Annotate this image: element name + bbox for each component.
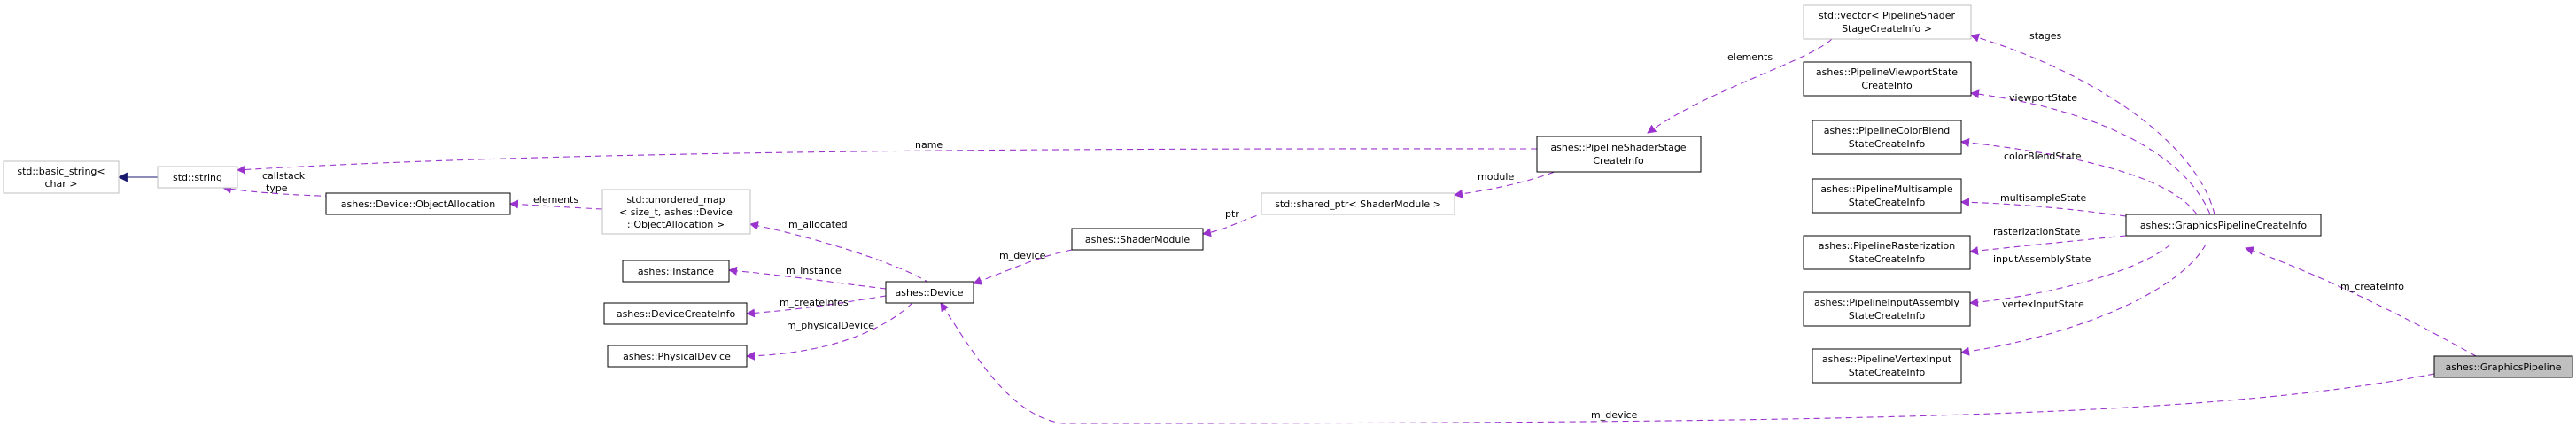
node-vertex-input[interactable]: ashes::PipelineVertexInput StateCreateIn…	[1812, 348, 1962, 384]
node-string[interactable]: std::string	[157, 166, 238, 189]
node-label: ashes::Instance	[638, 266, 714, 277]
edge-name	[237, 148, 1538, 175]
edge-color-blend	[1960, 138, 2198, 215]
edge-label-m-device-shader: m_device	[999, 250, 1046, 261]
edge-input-assembly	[1969, 244, 2171, 307]
node-label: ashes::DeviceCreateInfo	[617, 308, 736, 320]
node-label: std::unordered_map	[626, 194, 725, 206]
edge-m-device-shader	[973, 249, 1073, 285]
edge-stages	[1970, 33, 2215, 215]
edge-label-vertex-input: vertexInputState	[2002, 299, 2084, 310]
node-label: char >	[45, 178, 78, 190]
node-label: ashes::PipelineInputAssembly	[1814, 297, 1959, 308]
node-label: ::ObjectAllocation >	[627, 219, 725, 230]
edge-ptr	[1202, 212, 1268, 237]
node-label: StateCreateInfo	[1849, 367, 1926, 378]
edge-label-type: type	[266, 182, 288, 194]
node-label: std::shared_ptr< ShaderModule >	[1275, 198, 1441, 210]
node-label: ashes::PipelineRasterization	[1819, 240, 1956, 252]
node-shader-stage[interactable]: ashes::PipelineShaderStage CreateInfo	[1536, 136, 1702, 173]
edge-label-elements-alloc: elements	[533, 194, 578, 206]
node-label: ashes::PipelineViewportState	[1816, 66, 1958, 78]
edge-module	[1454, 167, 1564, 198]
node-object-allocation[interactable]: ashes::Device::ObjectAllocation	[325, 192, 511, 215]
node-gp-create-info[interactable]: ashes::GraphicsPipelineCreateInfo	[2125, 214, 2322, 237]
node-label: ashes::PipelineColorBlend	[1824, 125, 1950, 136]
edge-multisample	[1960, 198, 2127, 217]
node-label: StateCreateInfo	[1849, 253, 1926, 265]
node-rasterization[interactable]: ashes::PipelineRasterization StateCreate…	[1803, 235, 1971, 270]
node-instance[interactable]: ashes::Instance	[622, 260, 730, 283]
edge-label-callstack: callstack	[262, 170, 306, 182]
edge-label-m-instance: m_instance	[786, 265, 842, 276]
edge-label-m-create-info: m_createInfo	[2340, 281, 2404, 292]
edge-label-m-allocated: m_allocated	[788, 219, 848, 230]
node-label: ashes::PhysicalDevice	[623, 351, 731, 362]
node-label: StateCreateInfo	[1849, 138, 1926, 150]
nodes: std::basic_string< char > std::string as…	[3, 4, 2573, 384]
node-label: ashes::GraphicsPipeline	[2446, 361, 2562, 373]
node-label: StateCreateInfo	[1849, 197, 1926, 208]
node-label: ashes::Device::ObjectAllocation	[341, 198, 495, 210]
node-physical-device[interactable]: ashes::PhysicalDevice	[607, 345, 748, 368]
edge-label-m-physical-device: m_physicalDevice	[787, 320, 874, 331]
node-label: ashes::GraphicsPipelineCreateInfo	[2140, 220, 2308, 231]
edge-viewport-state	[1970, 89, 2211, 215]
node-label: CreateInfo	[1861, 80, 1913, 91]
edge-label-m-device-pipeline: m_device	[1591, 409, 1638, 421]
node-shared-ptr[interactable]: std::shared_ptr< ShaderModule >	[1261, 192, 1455, 215]
node-input-assembly[interactable]: ashes::PipelineInputAssembly StateCreate…	[1803, 291, 1971, 327]
node-label: StateCreateInfo	[1849, 310, 1926, 322]
node-device-create-info[interactable]: ashes::DeviceCreateInfo	[603, 302, 748, 325]
edge-label-input-assembly: inputAssemblyState	[1993, 253, 2091, 265]
node-graphics-pipeline[interactable]: ashes::GraphicsPipeline	[2433, 355, 2573, 378]
edge-elements-alloc	[509, 199, 603, 210]
edge-label-rasterization: rasterizationState	[1993, 226, 2081, 237]
edge-m-instance	[728, 266, 887, 290]
edge-label-elements-stages: elements	[1727, 51, 1773, 63]
node-label: < size_t, ashes::Device	[619, 206, 733, 218]
edge-m-create-info	[2245, 246, 2477, 357]
edge-m-allocated	[749, 221, 931, 284]
edge-label-color-blend: colorBlendState	[2004, 151, 2082, 162]
node-vector[interactable]: std::vector< PipelineShader StageCreateI…	[1803, 4, 1972, 40]
node-label: CreateInfo	[1593, 155, 1644, 167]
edge-m-create-infos	[746, 295, 887, 318]
edge-label-multisample: multisampleState	[2000, 192, 2086, 204]
edge-label-ptr: ptr	[1225, 208, 1239, 220]
edge-m-physical-device	[746, 302, 913, 361]
edge-label-stages: stages	[2029, 30, 2062, 42]
node-device[interactable]: ashes::Device	[885, 281, 974, 304]
node-label: ashes::Device	[896, 287, 964, 299]
node-label: std::string	[173, 172, 222, 183]
edge-label-module: module	[1478, 171, 1514, 182]
edge-label-viewport-state: viewportState	[2009, 92, 2077, 104]
edges: name callstack type elements m_allocated…	[117, 30, 2477, 424]
node-label: ashes::PipelineShaderStage	[1550, 142, 1686, 153]
node-label: ashes::PipelineMultisample	[1820, 183, 1953, 195]
node-color-blend[interactable]: ashes::PipelineColorBlend StateCreateInf…	[1812, 120, 1962, 155]
edge-elements-stages	[1647, 38, 1833, 134]
edge-rasterization	[1969, 235, 2127, 256]
node-label: StageCreateInfo >	[1842, 23, 1932, 35]
node-label: ashes::PipelineVertexInput	[1822, 353, 1952, 365]
node-shader-module[interactable]: ashes::ShaderModule	[1071, 228, 1204, 251]
edge-label-name: name	[915, 139, 943, 151]
node-viewport-state[interactable]: ashes::PipelineViewportState CreateInfo	[1803, 61, 1972, 97]
edge-m-device-pipeline	[940, 302, 2435, 424]
node-unordered-map[interactable]: std::unordered_map < size_t, ashes::Devi…	[601, 189, 751, 235]
edge-label-m-create-infos: m_createInfos	[780, 297, 849, 308]
node-label: std::basic_string<	[17, 166, 105, 177]
node-label: ashes::ShaderModule	[1085, 234, 1191, 245]
node-multisample[interactable]: ashes::PipelineMultisample StateCreateIn…	[1812, 178, 1962, 214]
node-label: std::vector< PipelineShader	[1819, 10, 1956, 21]
edge-vertex-input	[1960, 244, 2207, 356]
node-basic-string[interactable]: std::basic_string< char >	[3, 160, 120, 194]
